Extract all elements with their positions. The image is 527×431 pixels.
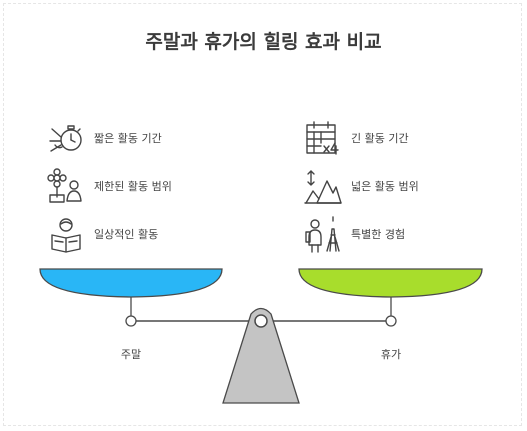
right-side-label: 휴가 xyxy=(380,348,402,361)
left-pivot xyxy=(125,315,137,327)
stopwatch-hand-icon xyxy=(44,118,88,158)
left-pan xyxy=(39,268,223,298)
left-item-3-label: 일상적인 활동 xyxy=(94,228,159,241)
left-item-2-label: 제한된 활동 범위 xyxy=(94,180,172,193)
right-pan xyxy=(298,268,483,298)
scale-stand xyxy=(222,307,300,404)
reading-person-icon xyxy=(44,214,88,254)
right-item-1-label: 긴 활동 기간 xyxy=(351,132,409,145)
right-item-2-label: 넓은 활동 범위 xyxy=(351,180,419,193)
diagram-title: 주말과 휴가의 힐링 효과 비교 xyxy=(145,31,382,53)
mountains-arrows-icon xyxy=(301,166,345,206)
right-item-1: 긴 활동 기간 xyxy=(301,118,409,158)
flowers-person-icon xyxy=(44,166,88,206)
right-item-3-label: 특별한 경험 xyxy=(351,228,406,241)
traveler-eiffel-icon xyxy=(301,214,345,254)
left-item-2: 제한된 활동 범위 xyxy=(44,166,172,206)
right-item-2: 넓은 활동 범위 xyxy=(301,166,419,206)
left-item-1-label: 짧은 활동 기간 xyxy=(94,132,162,145)
left-side-label: 주말 xyxy=(120,348,142,361)
calendar-times-four-icon xyxy=(301,118,345,158)
center-pivot xyxy=(254,314,268,328)
right-item-3: 특별한 경험 xyxy=(301,214,405,254)
right-pivot xyxy=(385,315,397,327)
left-item-1: 짧은 활동 기간 xyxy=(44,118,162,158)
left-item-3: 일상적인 활동 xyxy=(44,214,158,254)
